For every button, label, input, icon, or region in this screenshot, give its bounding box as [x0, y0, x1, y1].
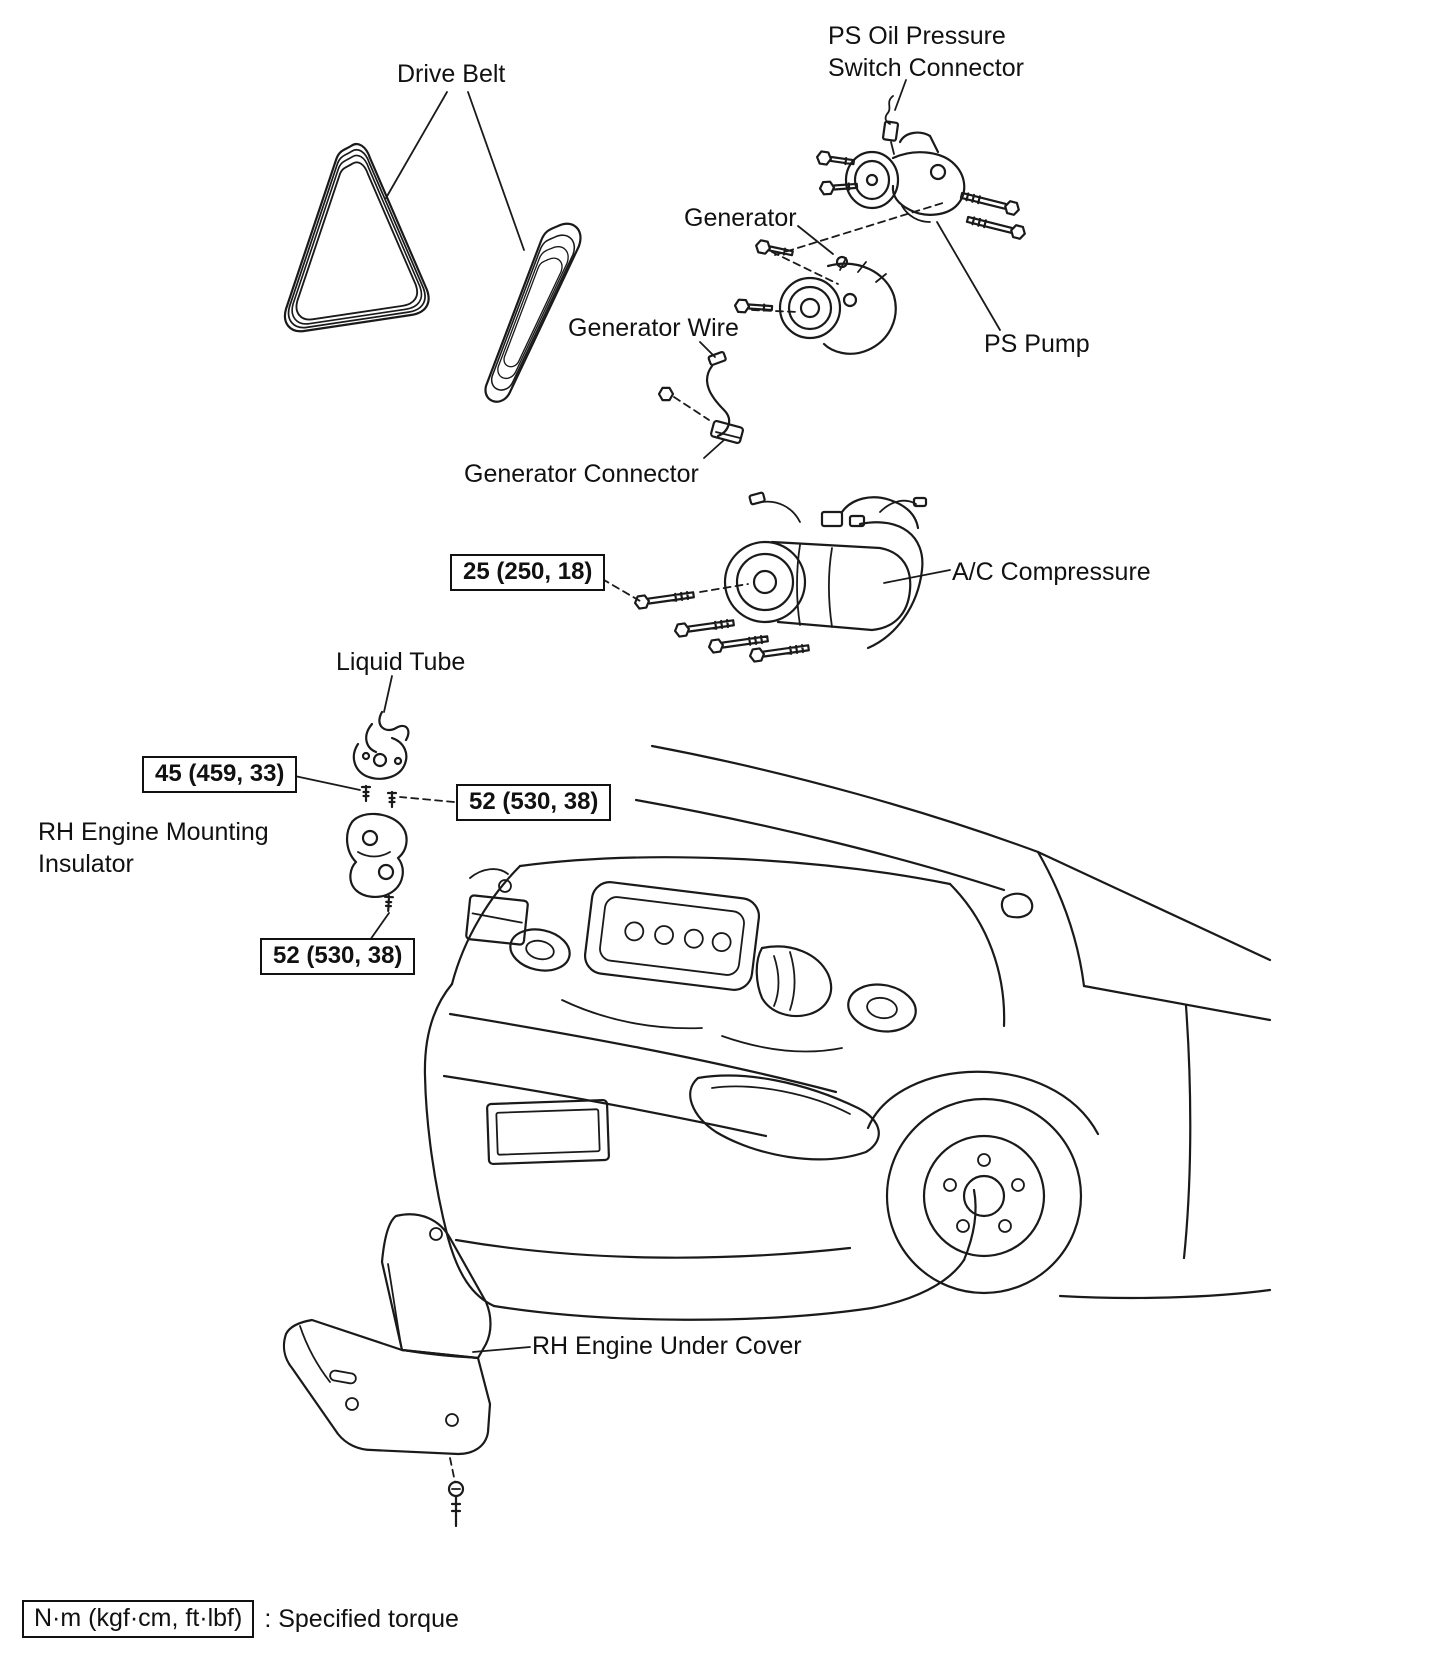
ps-pump-drawing: [816, 95, 1026, 240]
torque-unit-box: N·m (kgf·cm, ft·lbf): [22, 1600, 255, 1638]
label-ps-oil-pressure-switch-connector: PS Oil Pressure Switch Connector: [828, 22, 1024, 82]
torque-box-insulator-lower: 52 (530, 38): [260, 938, 416, 975]
torque-legend-text: : Specified torque: [264, 1604, 459, 1633]
label-drive-belt: Drive Belt: [397, 60, 506, 88]
liquid-tube-drawing: [352, 710, 410, 809]
torque-legend: N·m (kgf·cm, ft·lbf) : Specified torque: [22, 1600, 459, 1638]
drive-belt-right: [484, 222, 582, 403]
label-generator: Generator: [684, 204, 797, 232]
label-liquid-tube: Liquid Tube: [336, 648, 466, 676]
label-generator-connector: Generator Connector: [464, 460, 699, 488]
label-ac-compressure: A/C Compressure: [952, 558, 1151, 586]
ac-compressor-drawing: [634, 491, 928, 662]
label-rh-engine-mounting-insulator: RH Engine Mounting Insulator: [38, 818, 269, 878]
car-front-drawing: [423, 744, 1272, 1321]
generator-drawing: [657, 201, 947, 445]
drive-belt-left: [283, 142, 430, 333]
label-ps-pump: PS Pump: [984, 330, 1090, 358]
torque-box-ac-compressor: 25 (250, 18): [450, 554, 606, 591]
label-rh-engine-under-cover: RH Engine Under Cover: [532, 1332, 802, 1360]
engine-mounting-insulator-drawing: [346, 812, 408, 913]
drive-belt-drawing: [283, 142, 582, 403]
leader-lines: [289, 79, 1001, 1353]
torque-box-liquid-tube: 52 (530, 38): [456, 784, 612, 821]
torque-box-insulator-upper: 45 (459, 33): [142, 756, 298, 793]
engine-under-cover-drawing: [282, 1213, 492, 1528]
label-generator-wire: Generator Wire: [568, 314, 739, 342]
